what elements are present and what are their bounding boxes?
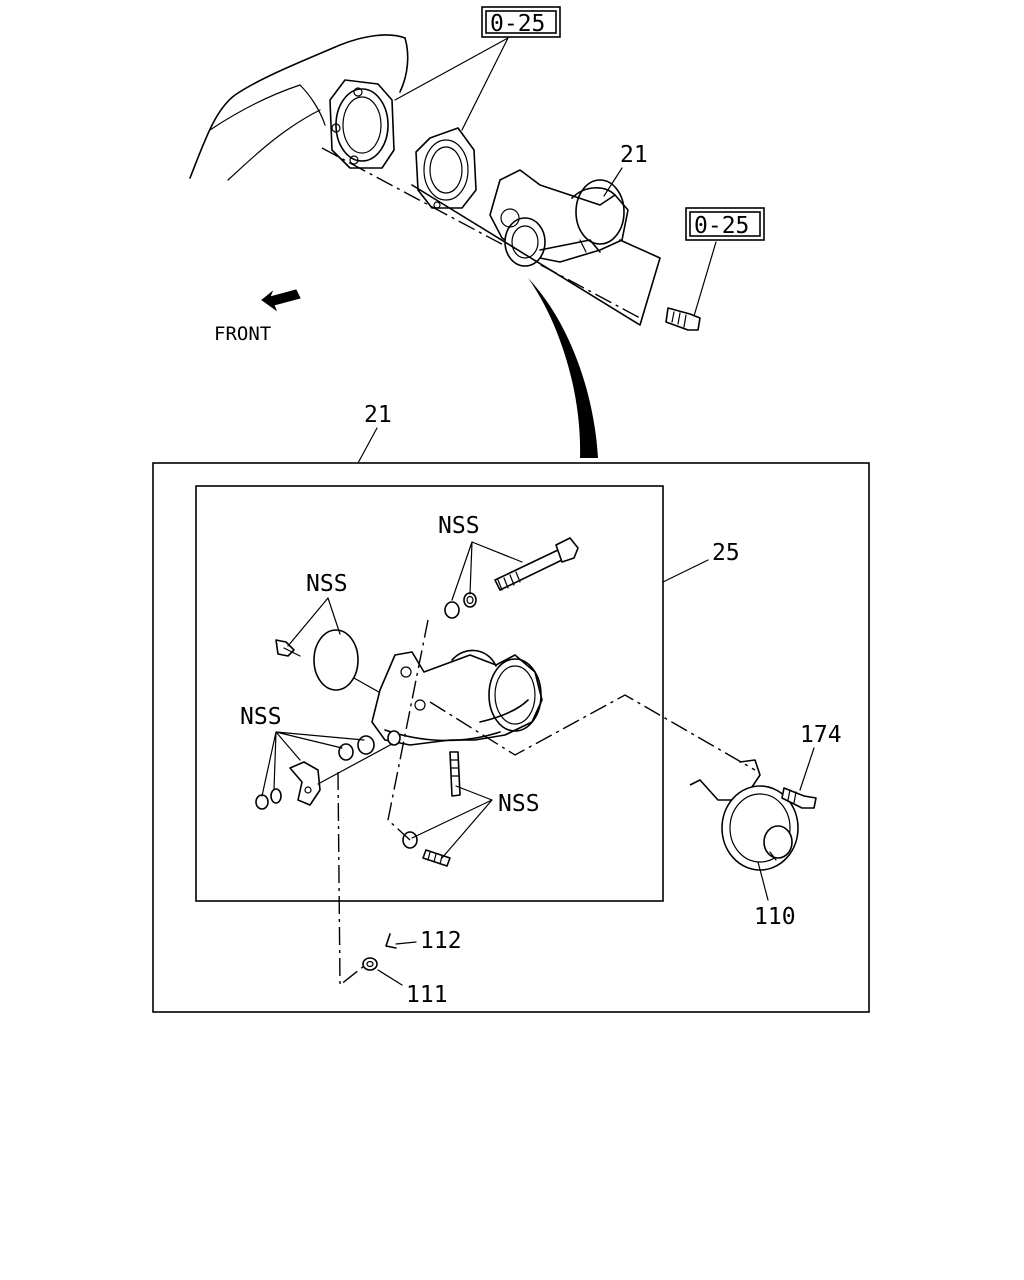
exhaust-brake-housing-top [489, 169, 629, 267]
washers-left [255, 730, 401, 810]
nss-left-upper-label: NSS [306, 571, 348, 597]
leader-25 [662, 559, 709, 583]
bolt-top [665, 307, 701, 331]
part-111-label: 111 [406, 982, 448, 1008]
leader-nss-left-upper [287, 597, 341, 647]
spacer-top [444, 592, 477, 619]
ref-box-top: 0-25 [481, 6, 561, 38]
front-arrow-icon [261, 289, 301, 312]
leader-ref-bolt [693, 241, 717, 317]
alignment-line-actuator [429, 694, 756, 771]
valve-disc [275, 629, 359, 691]
top-assembly-outline [411, 184, 661, 326]
stud-vertical [449, 751, 461, 797]
stud-bottom [402, 831, 451, 867]
part-25-label: 25 [712, 540, 740, 566]
bolt-174 [781, 787, 817, 809]
alignment-line-top [321, 147, 641, 319]
leader-nss-right [411, 785, 493, 859]
detail-inner-box [195, 485, 664, 902]
washer-111 [362, 957, 378, 971]
ref-label-bolt: 0-25 [694, 213, 749, 239]
nss-right-label: NSS [498, 791, 540, 817]
leader-ref-top [394, 37, 509, 131]
ref-label-top: 0-25 [490, 11, 545, 37]
vacuum-actuator [689, 759, 799, 871]
lever-arm [289, 761, 321, 806]
part-174-label: 174 [800, 722, 842, 748]
manifold-flange [329, 79, 395, 169]
front-label: FRONT [214, 323, 271, 345]
leader-174 [799, 747, 815, 791]
leader-112 [395, 941, 417, 945]
alignment-line-pin [337, 771, 365, 987]
alignment-line-stud [387, 619, 429, 841]
leader-21-top [603, 167, 623, 197]
part-110-label: 110 [754, 904, 796, 930]
exhaust-manifold [189, 34, 409, 181]
part-21-top-label: 21 [620, 142, 648, 168]
detail-outer-box [152, 462, 870, 1013]
part-21-box-label: 21 [364, 402, 392, 428]
leader-shaft-link [317, 743, 393, 785]
leader-nss-top [451, 541, 523, 601]
nss-top-label: NSS [438, 513, 480, 539]
leader-110 [757, 861, 769, 901]
brake-housing-detail [371, 649, 543, 746]
detail-pointer [528, 278, 598, 458]
leader-nss-left-lower [261, 731, 365, 797]
ref-box-bolt: 0-25 [685, 207, 765, 241]
long-bolt [494, 537, 579, 591]
leader-111 [377, 969, 403, 986]
gasket [415, 127, 477, 209]
leader-21-box [357, 427, 378, 464]
cotter-pin [385, 933, 397, 949]
part-112-label: 112 [420, 928, 462, 954]
nss-left-lower-label: NSS [240, 704, 282, 730]
